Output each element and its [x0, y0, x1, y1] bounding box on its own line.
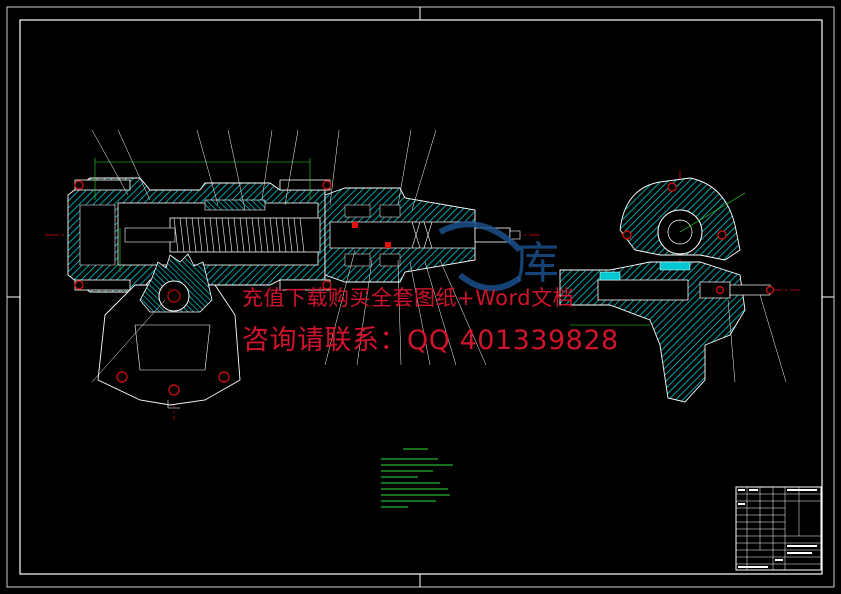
watermark-line1: 充值下载购买全套图纸+Word文档 — [242, 286, 575, 310]
title-block — [735, 486, 822, 571]
drawing-frame — [6, 6, 835, 588]
dimension-lines — [94, 158, 746, 326]
logo-glyph: 库 — [515, 238, 559, 289]
technical-notes — [381, 448, 453, 508]
watermark-line2: 咨询请联系：QQ 401339828 — [242, 325, 619, 356]
sector-gear-housing — [97, 253, 241, 409]
leader-lines — [91, 129, 787, 383]
side-view — [559, 177, 775, 403]
logo-mark — [438, 221, 523, 292]
valve-body — [324, 187, 521, 283]
